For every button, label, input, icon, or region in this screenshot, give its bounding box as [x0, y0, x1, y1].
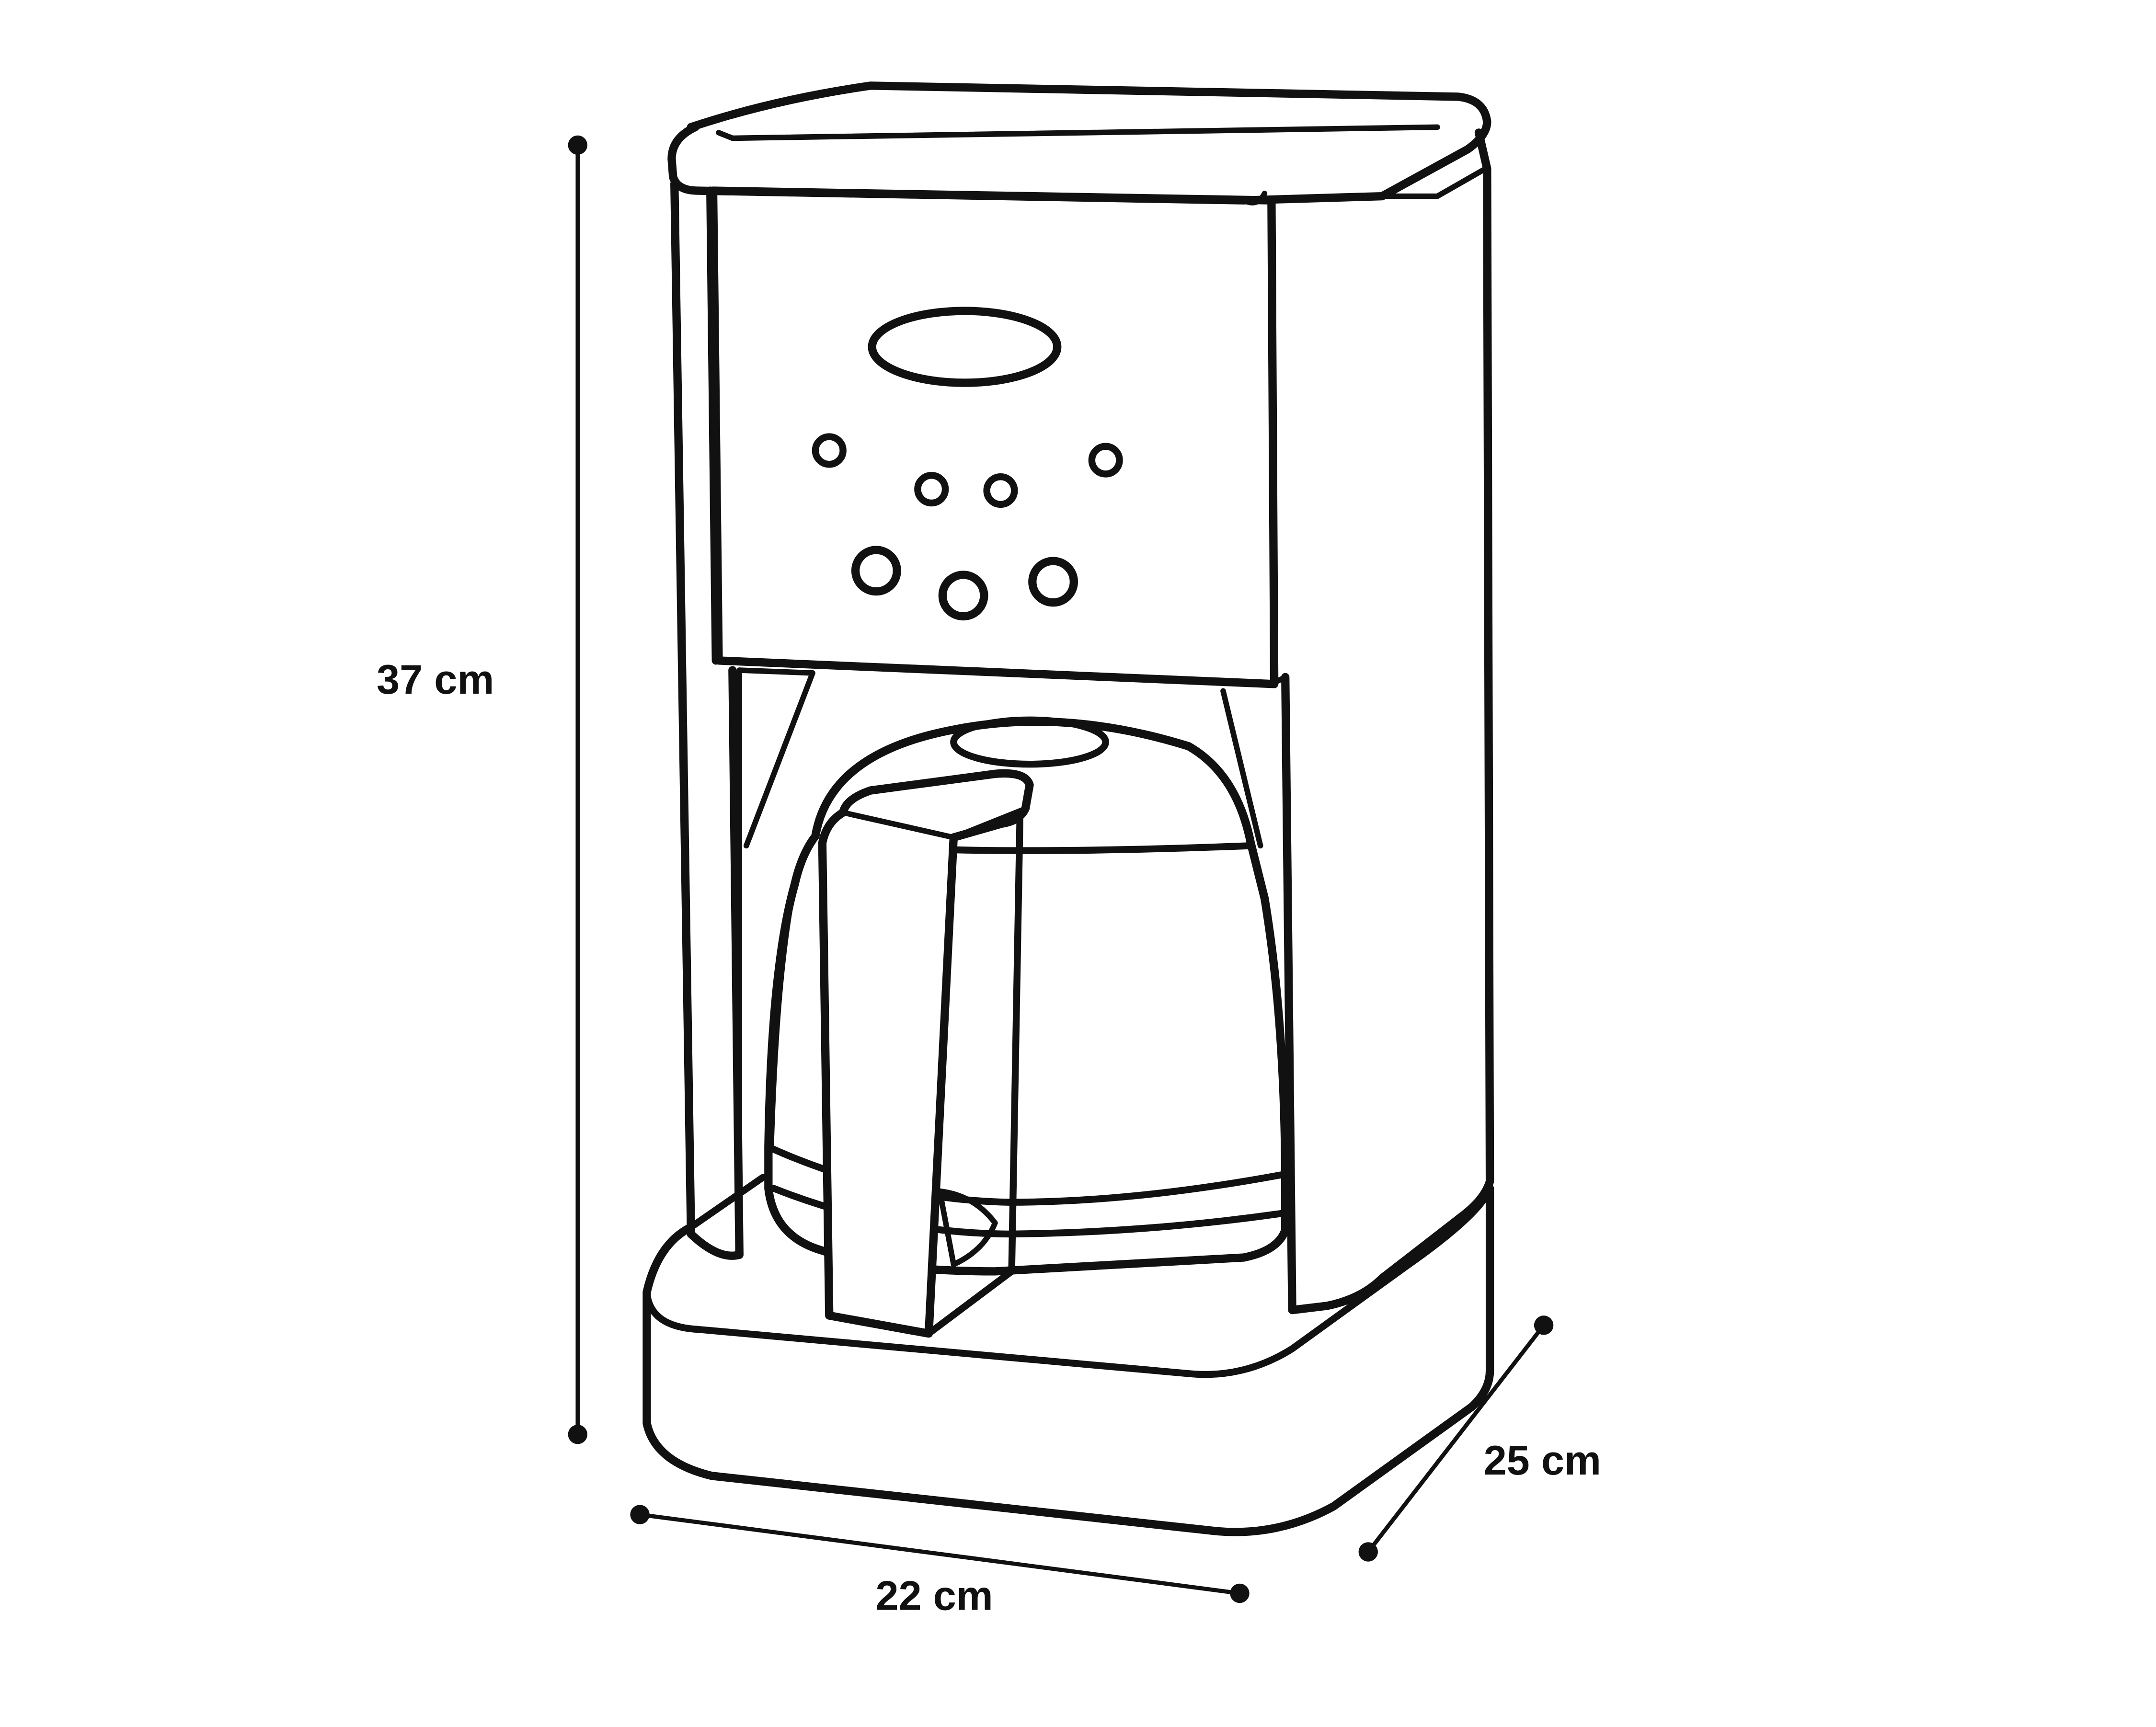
carafe-lid-opening: [950, 716, 1109, 768]
depth-label: 25 cm: [1484, 1438, 1601, 1484]
base-plate: [642, 1174, 1494, 1536]
display-window-icon: [868, 307, 1062, 387]
depth-dimension-line: [1366, 1323, 1546, 1554]
control-button-icon[interactable]: [812, 433, 847, 468]
height-label: 37 cm: [377, 657, 494, 703]
carafe-handle: [818, 769, 1034, 1338]
dimension-endpoints: [568, 135, 1554, 1603]
control-button-icon[interactable]: [938, 571, 988, 621]
width-endpoint-right: [1230, 1583, 1250, 1603]
right-side-panel: [1281, 128, 1494, 1315]
control-panel: [709, 186, 1279, 688]
control-button-icon[interactable]: [983, 473, 1018, 508]
control-button-icon[interactable]: [1088, 443, 1123, 478]
control-button-icon[interactable]: [851, 546, 901, 596]
width-endpoint-left: [630, 1505, 650, 1524]
brew-chamber: [736, 667, 1288, 1191]
coffee-maker-illustration: [642, 81, 1494, 1536]
width-dimension-line: [638, 1512, 1242, 1596]
height-endpoint-top: [568, 135, 587, 155]
width-label: 22 cm: [875, 1573, 993, 1619]
height-endpoint-bottom: [568, 1425, 587, 1444]
control-button-icon[interactable]: [1028, 557, 1078, 607]
dimension-lines: [575, 143, 1546, 1596]
depth-endpoint-bottom: [1358, 1542, 1378, 1562]
left-pillar: [670, 180, 744, 1260]
top-lid: [667, 81, 1491, 206]
depth-endpoint-top: [1534, 1315, 1554, 1335]
control-button-icon[interactable]: [914, 472, 949, 507]
